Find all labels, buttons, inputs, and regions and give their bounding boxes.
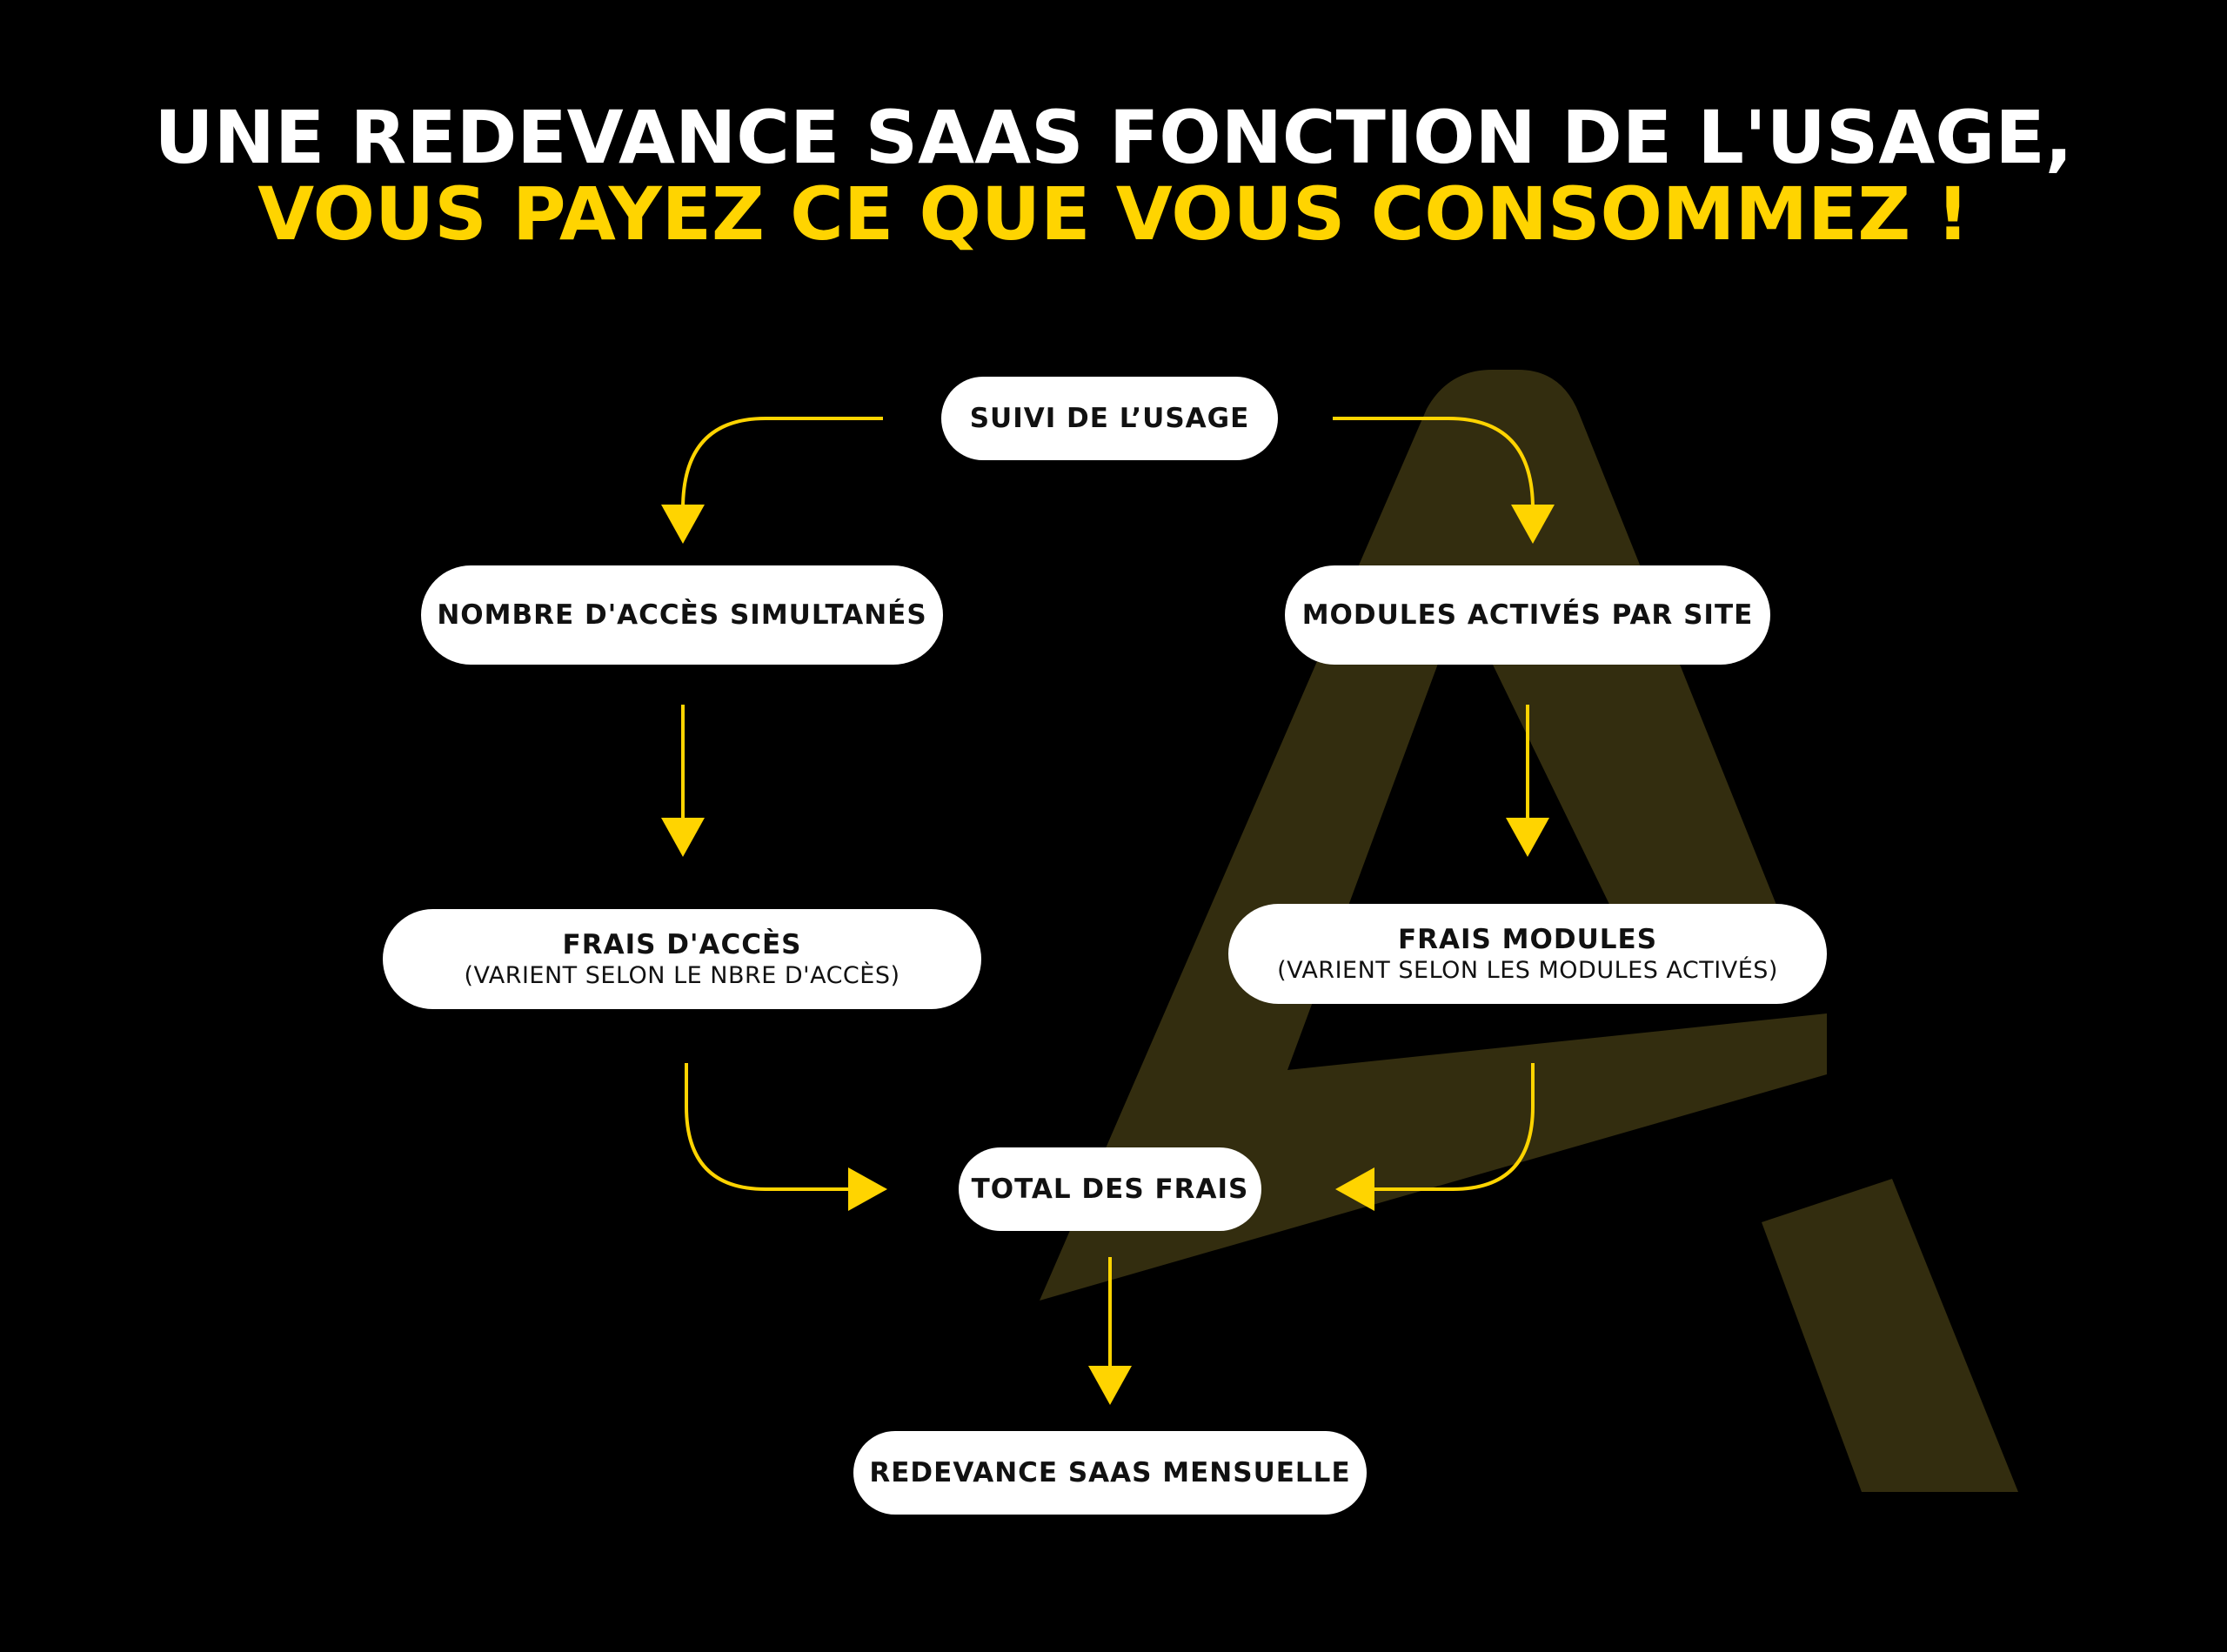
node-label: FRAIS D'ACCÈS [562, 928, 802, 960]
node-label: MODULES ACTIVÉS PAR SITE [1301, 599, 1754, 631]
arrowheads [661, 505, 1555, 1405]
node-label: NOMBRE D'ACCÈS SIMULTANÉS [437, 599, 927, 631]
arrow-suivi-to-acces [681, 417, 883, 510]
title-line-1: UNE REDEVANCE SAAS FONCTION DE L'USAGE, [154, 95, 2073, 180]
arrowhead-icon [661, 818, 705, 857]
node-redevance-mensuelle: REDEVANCE SAAS MENSUELLE [853, 1431, 1367, 1515]
node-sublabel: (VARIENT SELON LE NBRE D'ACCÈS) [464, 961, 900, 989]
arrow-frais-acces-to-total [685, 1063, 857, 1191]
arrow-frais-modules-to-total [1366, 1063, 1535, 1191]
arrowhead-icon [848, 1167, 887, 1211]
node-nombre-acces: NOMBRE D'ACCÈS SIMULTANÉS [421, 565, 943, 665]
arrow-suivi-to-modules [1333, 417, 1535, 510]
arrowhead-icon [1511, 505, 1555, 544]
arrows [681, 417, 1535, 1370]
title-line-2: VOUS PAYEZ CE QUE VOUS CONSOMMEZ ! [257, 171, 1970, 257]
node-modules-actives: MODULES ACTIVÉS PAR SITE [1285, 565, 1770, 665]
arrowhead-icon [661, 505, 705, 544]
node-label: TOTAL DES FRAIS [971, 1174, 1249, 1205]
node-suivi-usage: SUIVI DE L’USAGE [941, 377, 1278, 460]
node-label: FRAIS MODULES [1397, 923, 1658, 955]
arrowhead-icon [1506, 818, 1549, 857]
node-label: REDEVANCE SAAS MENSUELLE [869, 1457, 1351, 1488]
node-label: SUIVI DE L’USAGE [969, 403, 1250, 434]
arrowhead-icon [1335, 1167, 1374, 1211]
node-frais-modules: FRAIS MODULES (VARIENT SELON LES MODULES… [1228, 904, 1827, 1004]
arrowhead-icon [1088, 1366, 1132, 1405]
node-total-frais: TOTAL DES FRAIS [959, 1147, 1261, 1231]
node-frais-acces: FRAIS D'ACCÈS (VARIENT SELON LE NBRE D'A… [383, 909, 981, 1009]
node-sublabel: (VARIENT SELON LES MODULES ACTIVÉS) [1277, 956, 1778, 984]
